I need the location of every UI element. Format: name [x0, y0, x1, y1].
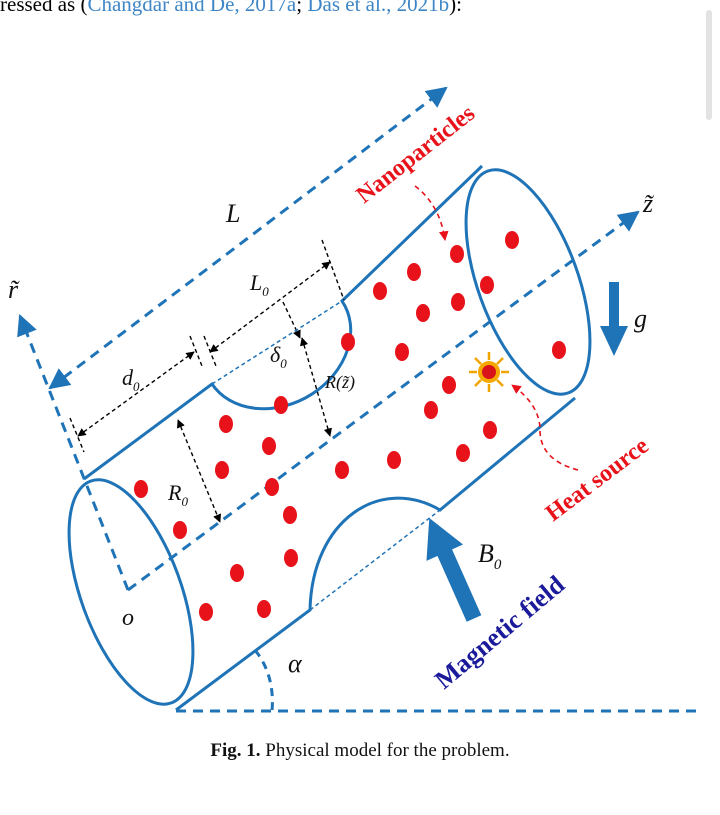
- ext-line-3: [203, 335, 217, 367]
- particle: [483, 421, 497, 439]
- tube-left-end: [67, 478, 195, 706]
- citation-link-das[interactable]: Das et al., 2021b: [307, 0, 450, 16]
- body-text-fragment: ressed as (Changdar and De, 2017a; Das e…: [0, 0, 462, 17]
- nanoparticles-pointer-arrow: [414, 185, 449, 241]
- nanoparticles: [134, 231, 566, 621]
- text-sep: ;: [296, 0, 308, 16]
- particle: [335, 461, 349, 479]
- particle: [341, 333, 355, 351]
- particle: [215, 461, 229, 479]
- label-Rz: R(z̃): [324, 372, 355, 393]
- particle: [283, 506, 297, 524]
- label-L0: L0: [249, 270, 269, 299]
- L0-dimension: [209, 261, 331, 353]
- particle: [284, 549, 298, 567]
- label-alpha: α: [288, 649, 303, 678]
- ext-line-1: [69, 417, 85, 453]
- particle: [274, 396, 288, 414]
- label-nanoparticles: Nanoparticles: [352, 100, 480, 208]
- particle: [407, 263, 421, 281]
- label-delta0: δ0: [270, 342, 287, 371]
- Rz-dimension: [300, 337, 332, 437]
- caption-text: Physical model for the problem.: [265, 740, 510, 761]
- label-B0: B0: [478, 539, 502, 573]
- particle: [450, 245, 464, 263]
- R0-dimension: [176, 419, 222, 523]
- particle: [424, 401, 438, 419]
- particle: [199, 603, 213, 621]
- particle: [395, 343, 409, 361]
- alpha-angle-arc: [253, 649, 274, 712]
- citation-link-changdar[interactable]: Changdar and De, 2017a: [87, 0, 297, 16]
- scrollbar[interactable]: [706, 10, 712, 120]
- particle: [480, 276, 494, 294]
- d0-dimension: [77, 351, 195, 437]
- particle: [230, 564, 244, 582]
- particle: [387, 451, 401, 469]
- particle: [134, 480, 148, 498]
- label-heat-source: Heat source: [541, 433, 654, 527]
- label-d0: d0: [122, 365, 140, 394]
- label-r-axis: r̃: [8, 275, 20, 304]
- particle: [219, 415, 233, 433]
- heat-source-icon: [469, 352, 509, 392]
- particle: [451, 293, 465, 311]
- figure-caption: Fig. 1. Physical model for the problem.: [0, 740, 720, 762]
- length-L-arrow: [48, 86, 448, 390]
- particle: [265, 478, 279, 496]
- particle: [257, 600, 271, 618]
- label-z-axis: z̃: [642, 189, 655, 218]
- particle: [262, 437, 276, 455]
- text-after: ):: [449, 0, 462, 16]
- label-magnetic-field: Magnetic field: [429, 569, 570, 694]
- particle: [373, 282, 387, 300]
- particle: [416, 304, 430, 322]
- label-L: L: [225, 199, 240, 228]
- magnetic-field-arrow-icon: [426, 517, 482, 622]
- particle: [442, 376, 456, 394]
- tube-bottom-edge: [175, 396, 576, 712]
- label-R0: R0: [167, 480, 188, 509]
- z-axis: [127, 210, 640, 592]
- tube-right-end: [464, 168, 592, 396]
- tube: [67, 164, 592, 712]
- field-guide: [309, 509, 441, 611]
- particle: [552, 341, 566, 359]
- ext-line-2: [189, 335, 203, 367]
- label-origin: o: [122, 605, 134, 631]
- r-axis: [17, 314, 130, 591]
- heat-source-pointer-arrow: [511, 384, 579, 471]
- figure-number: Fig. 1.: [210, 740, 261, 761]
- gravity-arrow-icon: [600, 282, 628, 356]
- label-g: g: [634, 304, 647, 333]
- particle: [505, 231, 519, 249]
- stenosis-guide: [211, 300, 343, 385]
- text-before: ressed as (: [0, 0, 88, 16]
- particle: [456, 444, 470, 462]
- particle: [173, 521, 187, 539]
- dimension-lines: [69, 239, 345, 523]
- ext-line-4: [321, 239, 345, 301]
